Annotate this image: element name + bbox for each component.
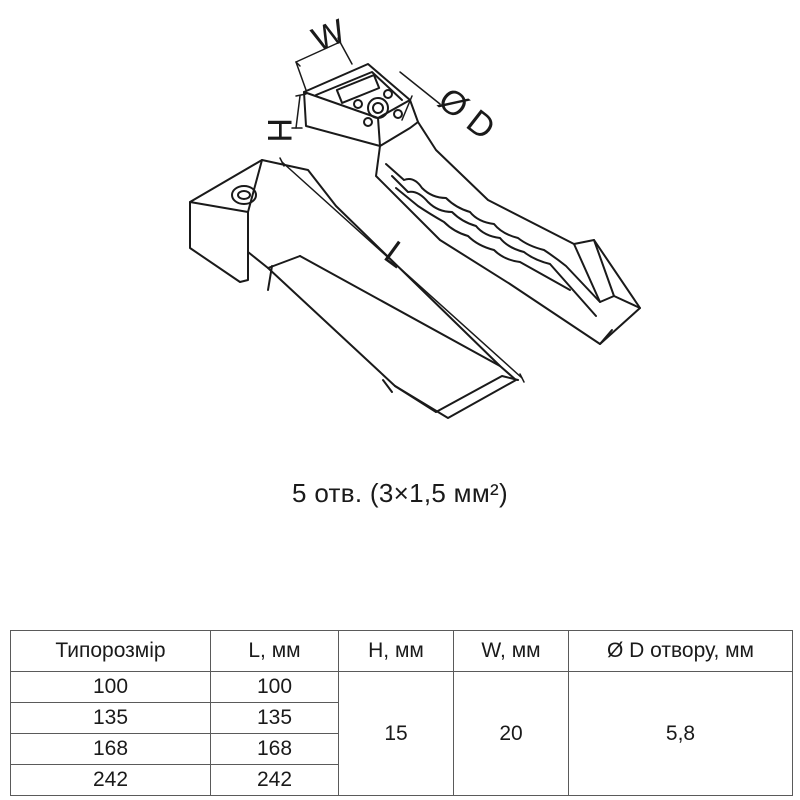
header-hole-diameter: Ø D отвору, мм — [568, 630, 793, 672]
header-width: W, мм — [453, 630, 569, 672]
cell-width: 20 — [453, 671, 569, 796]
dimension-lines — [279, 37, 525, 383]
cell-length: 168 — [210, 733, 339, 765]
header-length: L, мм — [210, 630, 339, 672]
cell-length: 135 — [210, 702, 339, 734]
table-row: 100 100 15 20 5,8 — [10, 671, 793, 796]
dimension-label-w: W — [307, 12, 351, 59]
table-row: 168 168 — [10, 733, 793, 765]
spec-table: Типорозмір L, мм H, мм W, мм Ø D отвору,… — [10, 630, 793, 796]
clamp-piece-left — [189, 159, 519, 419]
cell-length: 242 — [210, 764, 339, 796]
cell-hole-diameter: 5,8 — [568, 671, 793, 796]
cell-size: 100 — [10, 671, 211, 703]
clamp-piece-right — [303, 63, 641, 345]
holes-caption: 5 отв. (3×1,5 мм²) — [292, 478, 508, 508]
cell-size: 135 — [10, 702, 211, 734]
dimension-label-d: Ø D — [431, 80, 502, 147]
cell-size: 168 — [10, 733, 211, 765]
dimension-label-l: L — [377, 234, 415, 276]
cell-height: 15 — [338, 671, 454, 796]
header-height: H, мм — [338, 630, 454, 672]
cell-size: 242 — [10, 764, 211, 796]
cell-length: 100 — [210, 671, 339, 703]
table-header-row: Типорозмір L, мм H, мм W, мм Ø D отвору,… — [10, 630, 793, 672]
product-drawing: W H Ø D L — [189, 12, 641, 419]
table-row: 135 135 — [10, 702, 793, 734]
dimension-label-h: H — [260, 118, 298, 143]
table-row: 242 242 — [10, 764, 793, 796]
header-size: Типорозмір — [10, 630, 211, 672]
